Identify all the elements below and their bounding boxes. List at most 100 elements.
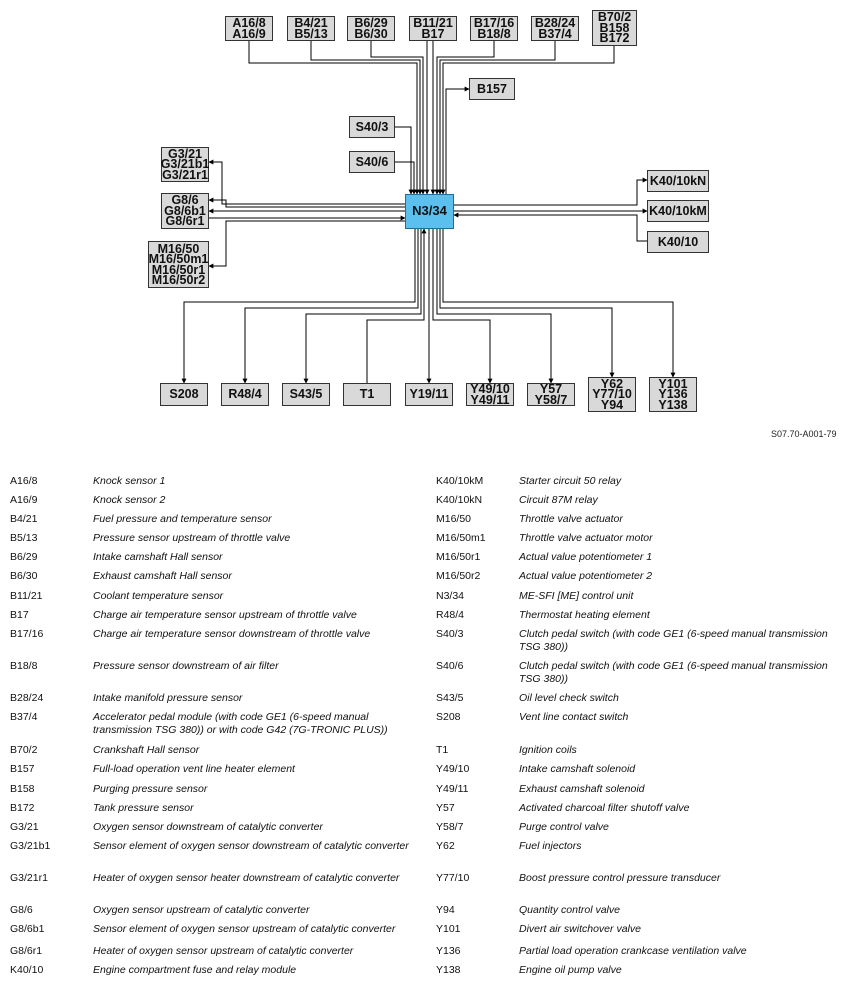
legend-code: N3/34 [436, 590, 465, 602]
legend-code: B4/21 [10, 513, 38, 525]
component-label: B28/24 [534, 16, 576, 30]
wire-y101 [442, 229, 676, 378]
legend-row: S40/3 Clutch pedal switch (with code GE1 … [436, 628, 846, 654]
legend-description: Starter circuit 50 relay [519, 475, 622, 487]
legend-code: M16/50m1 [436, 532, 486, 544]
legend-code: Y101 [436, 923, 461, 935]
legend-description: Oxygen sensor upstream of catalytic conv… [93, 904, 310, 916]
component-label: S43/5 [289, 387, 323, 402]
legend-code: Y49/11 [436, 783, 469, 795]
component-label: B70/2 [597, 10, 632, 25]
component-label: M16/50 [157, 241, 200, 256]
component-label: G3/21 [167, 146, 203, 161]
legend-code: B11/21 [10, 590, 43, 602]
component-s403: S40/3 [349, 116, 395, 138]
component-label: B37/4 [538, 26, 572, 41]
legend-description: Oil level check switch [519, 692, 619, 704]
component-label: R48/4 [228, 387, 262, 402]
legend-description: Divert air switchover valve [519, 923, 641, 935]
component-label: S40/3 [355, 119, 389, 134]
component-label: Y138 [658, 397, 688, 412]
wire-r48 [242, 229, 419, 384]
component-label: Y58/7 [534, 392, 568, 407]
legend-description: Throttle valve actuator [519, 513, 623, 525]
legend-description: Charge air temperature sensor downstream… [93, 628, 371, 640]
component-label: S208 [169, 387, 199, 402]
legend-code: B70/2 [10, 744, 38, 756]
component-label: B4/21 [294, 16, 328, 30]
legend-code: Y136 [436, 945, 461, 957]
wire-b17 [434, 41, 495, 195]
wire-s406 [395, 161, 417, 195]
legend-code: S208 [436, 711, 461, 723]
component-label: B18/8 [477, 26, 511, 41]
component-k40kn: K40/10kN [647, 170, 709, 192]
legend-row: Y101 Divert air switchover valve [436, 923, 846, 936]
legend-description: Fuel injectors [519, 840, 582, 852]
legend-code: M16/50r1 [436, 551, 481, 563]
component-label: B158 [599, 20, 630, 35]
legend-code: B158 [10, 783, 35, 795]
legend-description: Knock sensor 1 [93, 475, 166, 487]
component-s208: S208 [160, 383, 208, 406]
component-label: G8/6r1 [165, 214, 205, 229]
legend-description: Clutch pedal switch (with code GE1 (6-sp… [519, 628, 828, 653]
component-label: T1 [359, 387, 375, 402]
wiring-diagram [181, 41, 676, 384]
component-label: M16/50m1 [148, 252, 209, 266]
legend-code: Y94 [436, 904, 455, 916]
legend-code: B157 [10, 763, 35, 775]
legend-code: G3/21 [10, 821, 39, 833]
legend-row: N3/34 ME-SFI [ME] control unit [436, 590, 846, 603]
legend-row: A16/8 Knock sensor 1 [10, 475, 428, 488]
legend-code: B18/8 [10, 660, 38, 672]
legend-description: Clutch pedal switch (with code GE1 (6-sp… [519, 660, 828, 685]
legend-description: ME-SFI [ME] control unit [519, 590, 634, 602]
legend-description: Accelerator pedal module (with code GE1 … [93, 711, 388, 736]
component-label: G8/6b1 [164, 203, 206, 218]
legend-code: K40/10kM [436, 475, 484, 487]
legend-code: S43/5 [436, 692, 464, 704]
legend-code: S40/3 [436, 628, 464, 640]
legend-code: A16/8 [10, 475, 38, 487]
legend-description: Purging pressure sensor [93, 783, 208, 795]
wire-s208 [181, 229, 416, 384]
legend-code: B28/24 [10, 692, 44, 704]
legend-description: Circuit 87M relay [519, 494, 598, 506]
legend-code: A16/9 [10, 494, 38, 506]
component-k40km: K40/10kM [647, 200, 709, 222]
legend-description: Crankshaft Hall sensor [93, 744, 200, 756]
figure-reference: S07.70-A001-79 [771, 429, 837, 439]
legend-code: T1 [436, 744, 449, 756]
component-label: G3/21r1 [162, 167, 208, 182]
component-b157: B157 [469, 78, 515, 100]
component-label: Y49/11 [470, 392, 510, 407]
legend-description: Tank pressure sensor [93, 802, 194, 814]
legend-description: Charge air temperature sensor upstream o… [93, 609, 357, 621]
legend-code: Y57 [436, 802, 455, 814]
component-y19: Y19/11 [405, 383, 453, 406]
component-label: B6/30 [354, 26, 388, 41]
legend-row: B158 Purging pressure sensor [10, 783, 428, 796]
component-label: Y136 [658, 387, 688, 402]
legend-code: K40/10 [10, 964, 44, 976]
